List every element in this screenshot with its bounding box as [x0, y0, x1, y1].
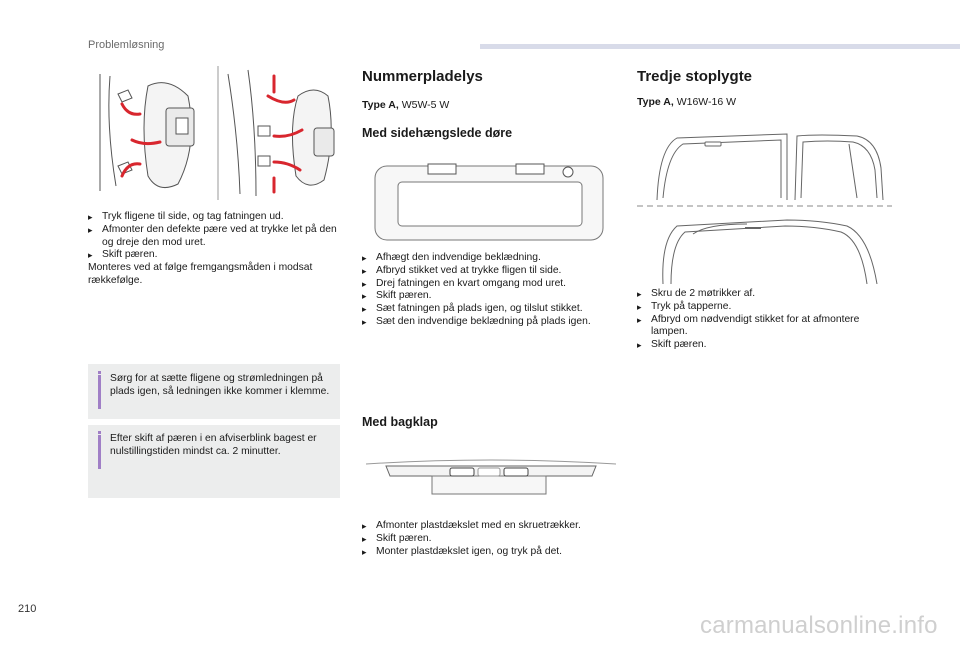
- third-brake-light-illustration: [637, 133, 892, 284]
- info-bar: [98, 435, 101, 469]
- step-item: ▸Sæt den indvendige beklædning på plads …: [362, 315, 591, 327]
- subsection-title-tailgate: Med bagklap: [362, 415, 438, 429]
- step-item: ▸Skru de 2 møtrikker af.: [637, 288, 756, 299]
- step-item: ▸Skift pæren.: [362, 532, 432, 544]
- step-item: ▸Afbryd stikket ved at trykke fligen til…: [362, 264, 562, 276]
- step-item: ▸Sæt fatningen på plads igen, og tilslut…: [362, 303, 583, 315]
- info-icon: [98, 431, 101, 434]
- bulb-holder-illustration: [88, 66, 340, 200]
- checkbox-arrow-icon: ▸: [362, 533, 367, 544]
- left-steps: ▸Tryk fligene til side, og tag fatningen…: [88, 211, 343, 288]
- lamp-housing-left: [99, 66, 219, 200]
- step-item: ▸Drej fatningen en kvart omgang mod uret…: [362, 277, 567, 289]
- header-bar: [480, 44, 960, 49]
- lamp-housing-right: [227, 69, 335, 197]
- checkbox-arrow-icon: ▸: [637, 289, 642, 299]
- side-door-steps: ▸Afhægt den indvendige beklædning. ▸Afbr…: [362, 252, 612, 329]
- checkbox-arrow-icon: ▸: [88, 224, 93, 235]
- step-item: ▸Skift pæren.: [362, 290, 432, 302]
- bulb-type: Type A, W16W-16 W: [637, 96, 737, 108]
- step-item: ▸Monter plastdækslet igen, og tryk på de…: [362, 545, 563, 557]
- info-icon: [98, 371, 101, 374]
- checkbox-arrow-icon: ▸: [637, 340, 642, 351]
- tailgate-steps: ▸Afmonter plastdækslet med en skruetrækk…: [362, 520, 612, 558]
- closing-text: Monteres ved at følge fremgangsmåden i m…: [88, 262, 313, 286]
- step-item: ▸Skift pæren.: [637, 339, 707, 351]
- info-bar: [98, 375, 101, 409]
- step-item: ▸Afhægt den indvendige beklædning.: [362, 252, 541, 263]
- checkbox-arrow-icon: ▸: [362, 265, 367, 276]
- checkbox-arrow-icon: ▸: [637, 314, 642, 325]
- step-item: ▸Skift pæren.: [88, 249, 158, 261]
- arrow-icons: [120, 74, 304, 194]
- info-note: Efter skift af pæren i en afviserblink b…: [98, 431, 344, 469]
- section-title-number-plate: Nummerpladelys: [362, 68, 483, 85]
- checkbox-arrow-icon: ▸: [362, 253, 367, 263]
- step-item: ▸Afbryd om nødvendigt stikket for at afm…: [637, 313, 860, 338]
- watermark: carmanualsonline.info: [700, 612, 938, 639]
- checkbox-arrow-icon: ▸: [637, 301, 642, 312]
- step-item: ▸Tryk fligene til side, og tag fatningen…: [88, 211, 284, 222]
- section-label: Problemløsning: [88, 39, 165, 51]
- checkbox-arrow-icon: ▸: [88, 250, 93, 261]
- step-item: ▸Afmonter plastdækslet med en skruetrækk…: [362, 520, 581, 531]
- subsection-title-side-doors: Med sidehængslede døre: [362, 126, 513, 140]
- checkbox-arrow-icon: ▸: [362, 521, 367, 531]
- checkbox-arrow-icon: ▸: [362, 278, 367, 289]
- third-brake-light-steps: ▸Skru de 2 møtrikker af. ▸Tryk på tapper…: [637, 288, 877, 352]
- checkbox-arrow-icon: ▸: [362, 316, 367, 327]
- side-door-lamp-illustration: [374, 163, 604, 241]
- tailgate-lamp-illustration: [366, 459, 616, 495]
- info-panel: Sørg for at sætte fligene og strømlednin…: [88, 364, 340, 498]
- page-number: 210: [18, 603, 37, 615]
- checkbox-arrow-icon: ▸: [362, 304, 367, 315]
- step-item: ▸Afmonter den defekte pære ved at trykke…: [88, 223, 337, 248]
- section-title-third-brake-light: Tredje stoplygte: [637, 68, 753, 85]
- checkbox-arrow-icon: ▸: [362, 546, 367, 557]
- info-note: Sørg for at sætte fligene og strømlednin…: [98, 371, 344, 409]
- note-separator: [88, 419, 340, 425]
- bulb-type: Type A, W5W-5 W: [362, 99, 450, 111]
- checkbox-arrow-icon: ▸: [362, 291, 367, 302]
- step-item: ▸Tryk på tapperne.: [637, 300, 732, 312]
- checkbox-arrow-icon: ▸: [88, 212, 93, 222]
